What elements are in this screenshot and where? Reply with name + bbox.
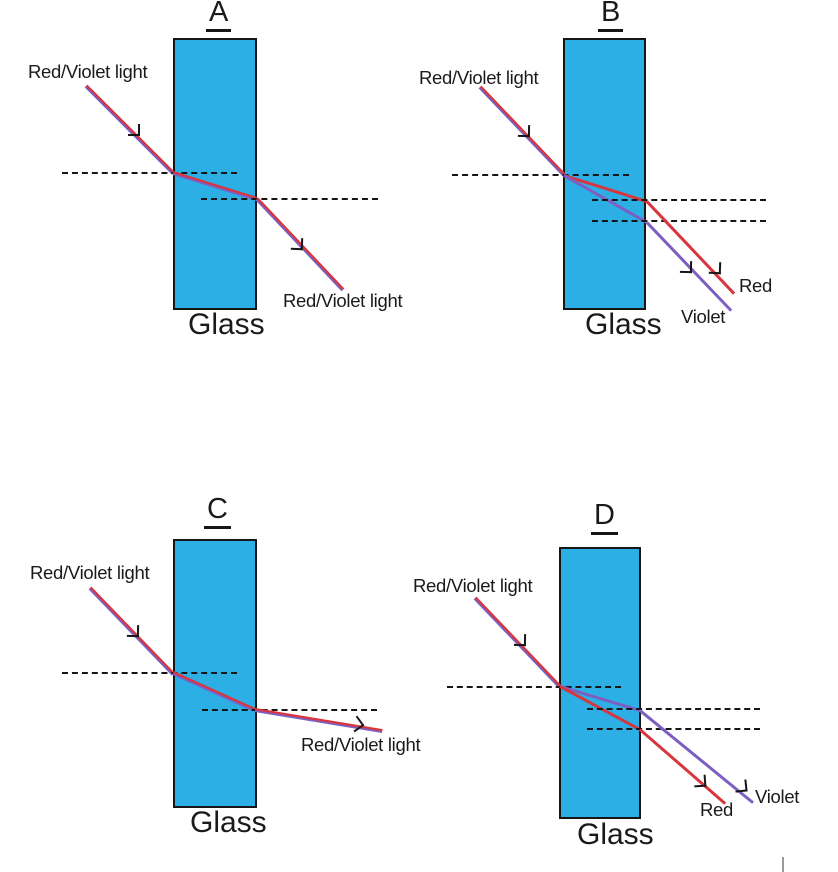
panel-b-red-ray-label: Red [739, 275, 773, 296]
panel-b-entry-normal-dashed-line [452, 174, 629, 176]
panel-c-entry-normal-dashed-line [62, 672, 237, 674]
panel-a-entry-normal-dashed-line [62, 172, 237, 174]
panel-d-violet-exit-arrowhead [734, 779, 748, 793]
panel-d-glass-slab [559, 547, 641, 819]
panel-d-incident-ray-label: Red/Violet light [413, 575, 533, 596]
panel-d-glass-label: Glass [577, 818, 654, 851]
panel-b-violet-exit-normal-dashed-line [592, 220, 766, 222]
panel-c-incident-ray-label: Red/Violet light [30, 562, 150, 583]
panel-d-violet-ray-label: Violet [755, 786, 800, 807]
panel-c-title: C [204, 495, 231, 529]
panel-b-red-exit-normal-dashed-line [592, 199, 766, 201]
panel-a-glass-slab [173, 38, 257, 310]
panel-c-glass-label: Glass [190, 806, 267, 839]
panel-c-exit-ray-label: Red/Violet light [301, 734, 421, 755]
panel-a-glass-label: Glass [188, 308, 265, 341]
panel-a-exit-normal-dashed-line [201, 198, 378, 200]
panel-a-exit-ray-label: Red/Violet light [283, 290, 403, 311]
panel-a-incident-ray-label: Red/Violet light [28, 61, 148, 82]
panel-c-exit-normal-dashed-line [202, 709, 377, 711]
panel-d-incident-arrowhead [513, 633, 527, 647]
panel-b-glass-label: Glass [585, 308, 662, 341]
panel-d-violet-exit-normal-dashed-line [587, 708, 760, 710]
panel-d-red-ray-label: Red [700, 799, 734, 820]
panel-b-title: B [598, 0, 624, 32]
panel-d-red-exit-arrowhead [693, 774, 707, 788]
panel-d-entry-normal-dashed-line [447, 686, 621, 688]
panel-d-red-exit-ray [639, 728, 727, 805]
panel-b-violet-ray-label: Violet [681, 306, 726, 327]
panel-a-title: A [206, 0, 232, 32]
panel-b-incident-ray-label: Red/Violet light [419, 67, 539, 88]
panel-d-title: D [591, 501, 618, 535]
panel-d-red-exit-normal-dashed-line [587, 728, 760, 730]
caret-mark [782, 857, 784, 872]
